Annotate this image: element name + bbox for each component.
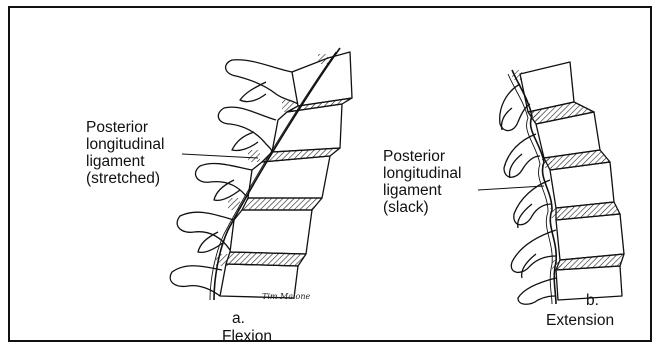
vertebral-body-b4: [556, 214, 624, 260]
panel-b-letter: b.: [586, 292, 599, 309]
disc-a4: [226, 252, 306, 266]
extension-spine: [478, 62, 624, 304]
leader-line-a: [182, 154, 258, 158]
flexion-spine: [170, 48, 352, 300]
spinous-process-b4: [511, 230, 556, 272]
disc-a3: [242, 198, 322, 210]
facet-a4: [198, 232, 224, 252]
ligament-label-a-line3: ligament: [86, 153, 145, 170]
ligament-label-a-line2: longitudinal: [86, 136, 164, 153]
ligament-label-b-line3: ligament: [383, 182, 442, 199]
facet-a2: [232, 132, 258, 151]
spinous-process-a2: [218, 107, 276, 152]
ligament-label-b-line4: (slack): [383, 199, 429, 216]
vertebral-body-a3: [248, 156, 330, 198]
panel-a-caption: Flexion: [222, 328, 272, 345]
vertebral-body-a4: [230, 210, 312, 254]
ligament-label-b-line1: Posterior: [383, 148, 445, 165]
facet-b4: [522, 254, 536, 278]
spinous-process-a3: [195, 163, 252, 196]
ligament-label-b-line2: longitudinal: [383, 165, 461, 182]
panel-a-letter: a.: [232, 310, 245, 327]
panel-b-caption: Extension: [546, 312, 614, 329]
ligament-label-a-line1: Posterior: [86, 119, 148, 136]
ligament-label-a-line4: (stretched): [86, 170, 160, 187]
facet-b2: [510, 154, 523, 178]
artist-signature: Tim Malone: [262, 292, 310, 301]
facet-b1: [501, 108, 512, 130]
